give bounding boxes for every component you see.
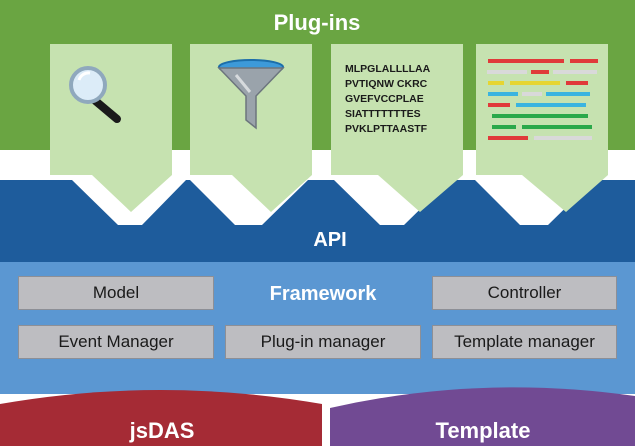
sequence-text-icon: MLPGLALLLLAA PVTIQNW CKRC GVEFVCCPLAE SI…: [345, 63, 431, 135]
magnifier-icon: [69, 66, 121, 123]
template-block: [330, 387, 635, 446]
template-manager-box[interactable]: Template manager: [432, 325, 617, 359]
sequence-line: PVKLPTTAASTF: [345, 123, 428, 135]
api-title: API: [313, 229, 346, 251]
model-box[interactable]: Model: [18, 276, 214, 310]
plugin-tab-filter[interactable]: [190, 44, 312, 212]
controller-box[interactable]: Controller: [432, 276, 617, 310]
sequence-line: MLPGLALLLLAA: [345, 63, 431, 75]
jsdas-block: [0, 390, 322, 446]
sequence-line: SIATTTTTTTES: [345, 108, 421, 120]
api-band: [0, 180, 635, 262]
feature-tracks-icon: [487, 59, 598, 140]
sequence-line: GVEFVCCPLAE: [345, 93, 424, 105]
framework-title: Framework: [270, 283, 378, 305]
plugin-tab-search[interactable]: [50, 44, 172, 212]
plugin-manager-box[interactable]: Plug-in manager: [225, 325, 421, 359]
plugins-title: Plug-ins: [274, 10, 361, 35]
event-manager-box[interactable]: Event Manager: [18, 325, 214, 359]
plugin-tab-tracks[interactable]: [476, 44, 608, 212]
template-label: Template: [436, 418, 531, 443]
funnel-icon: [217, 59, 285, 130]
plugin-tab-sequence[interactable]: MLPGLALLLLAA PVTIQNW CKRC GVEFVCCPLAE SI…: [331, 44, 463, 212]
sequence-line: PVTIQNW CKRC: [345, 78, 428, 90]
jsdas-label: jsDAS: [129, 418, 195, 443]
